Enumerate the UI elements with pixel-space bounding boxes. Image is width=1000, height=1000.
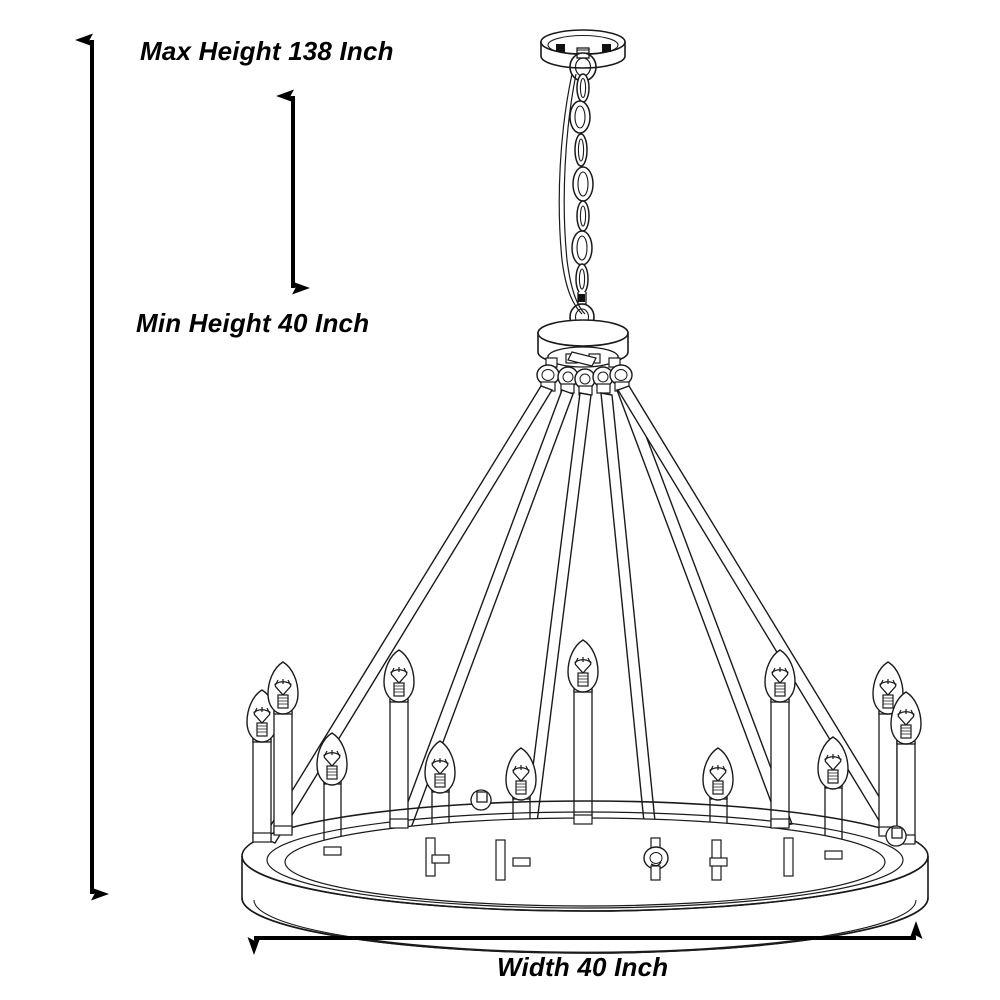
candle (246, 689, 278, 841)
candle-sockets (252, 814, 916, 867)
candle (316, 732, 348, 853)
center-hub (536, 319, 633, 396)
spoke-2 (398, 389, 574, 829)
candle (764, 649, 796, 827)
suspension-chain (569, 73, 595, 331)
spoke-connectors (536, 364, 633, 396)
canopy-screw-left (556, 44, 565, 52)
power-wire (558, 73, 586, 315)
width-label: Width 40 Inch (497, 952, 669, 982)
max-height-label: Max Height 138 Inch (140, 36, 394, 66)
dimension-arrows (75, 33, 923, 955)
candle (567, 639, 599, 823)
candle (267, 661, 299, 833)
candles-back-row (246, 639, 922, 843)
canopy-screw-right (602, 44, 611, 52)
ring-hook (643, 837, 669, 881)
spoke-1 (261, 385, 554, 844)
spoke-ring-clamps (470, 789, 907, 847)
min-height-label: Min Height 40 Inch (136, 308, 370, 338)
